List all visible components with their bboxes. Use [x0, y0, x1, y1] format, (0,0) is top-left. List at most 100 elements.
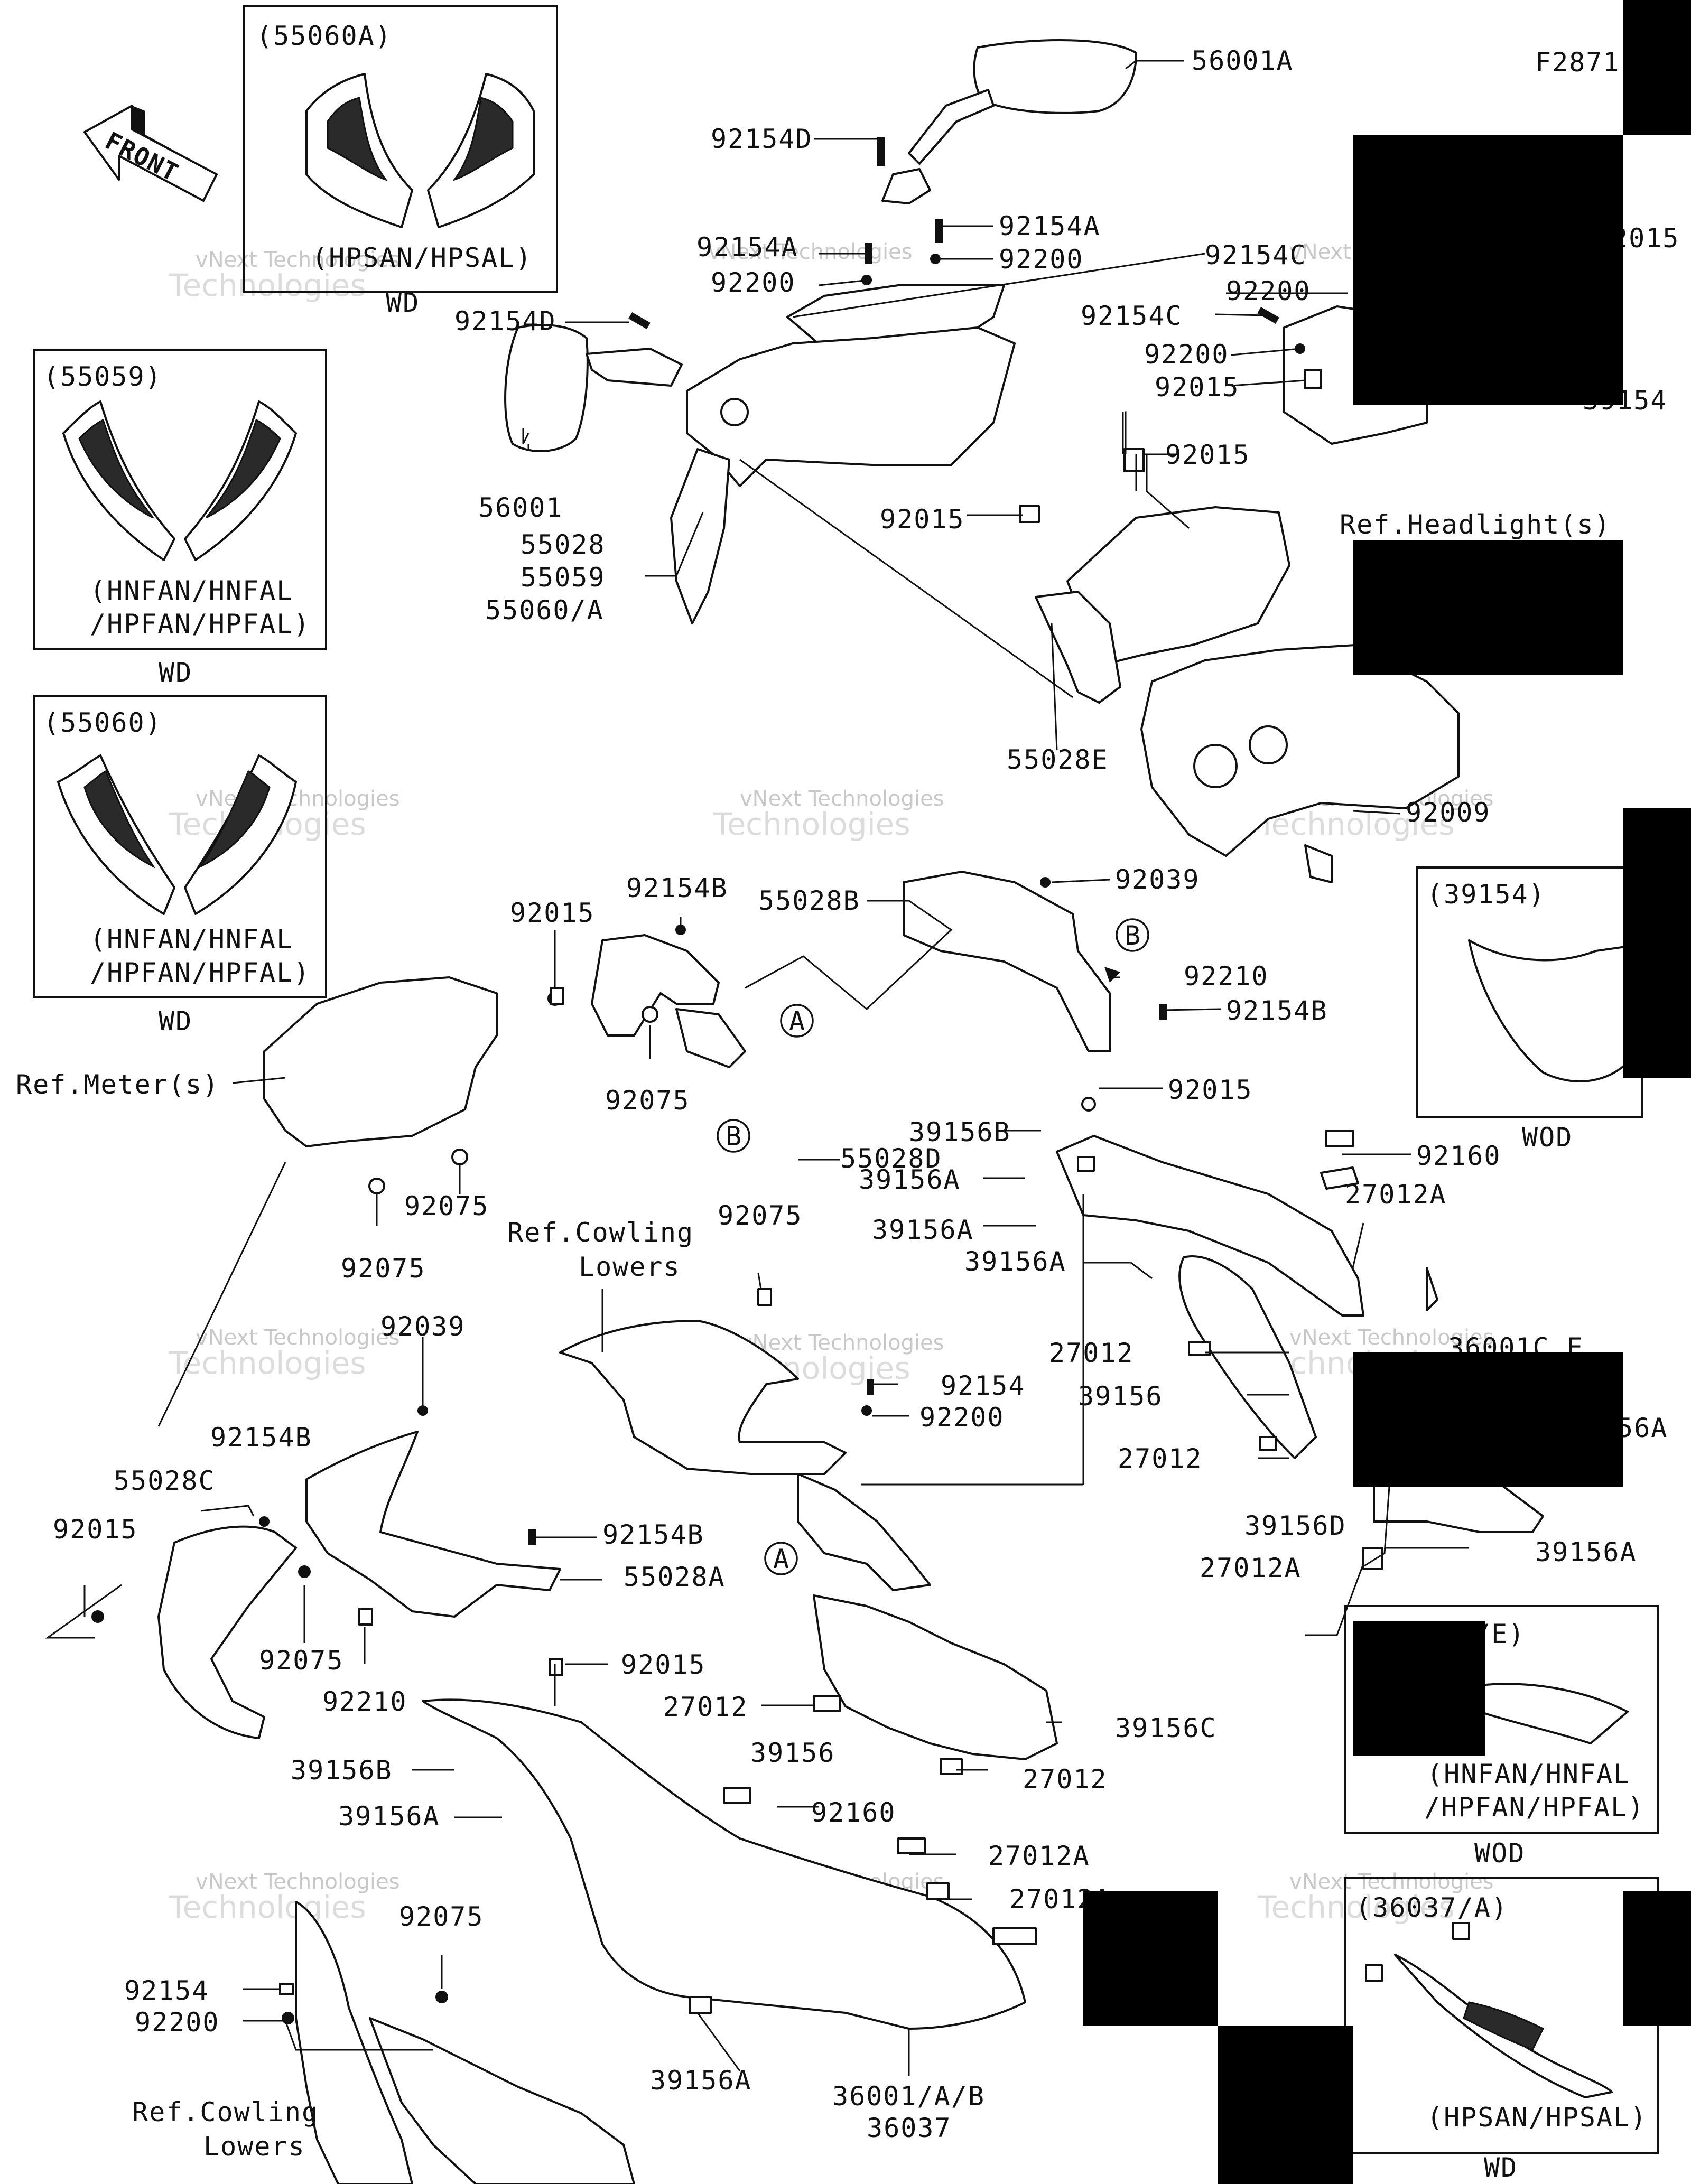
part-label: Ref.Headlight(s): [1340, 509, 1611, 540]
inset-36001CE: ( /E) (HNFAN/HNFAL /HPFAN/HPFAL) WOD: [1344, 1605, 1659, 1869]
inset-tag: WOD: [1522, 1122, 1573, 1153]
inset-tag: WD: [159, 1006, 192, 1037]
inset-model: /HPFAN/HPFAL): [90, 609, 310, 639]
part-label: 55028E: [1007, 744, 1109, 775]
middle-cowling: [559, 1320, 931, 1591]
left-cowling: [157, 1431, 561, 1739]
watermark-text: vNext Technologies: [196, 1870, 400, 1894]
lower-side-cowling: [422, 1594, 1058, 2030]
part-label: 39156D: [1244, 1510, 1346, 1541]
part-label: 92160: [1416, 1141, 1501, 1171]
part-label: 92015: [1165, 440, 1250, 470]
watermark-text: Technologies: [169, 1889, 366, 1925]
inset-code: (55060): [43, 707, 162, 738]
part-label: 92154: [124, 1975, 209, 2006]
part-label: 27012: [1118, 1443, 1203, 1474]
part-label: 39156A: [872, 1215, 974, 1245]
redaction-blocks: [1083, 0, 1691, 2184]
part-label: 92015: [53, 1514, 138, 1545]
part-label: Ref.Cowling: [507, 1217, 694, 1248]
part-label: 36037: [867, 2113, 952, 2143]
callout-b-label: B: [726, 1121, 742, 1152]
watermark-text: vNext Technologies: [1289, 1870, 1494, 1894]
inset-tag: WD: [159, 657, 192, 688]
part-label: 92210: [322, 1686, 407, 1717]
inset-model: /HPFAN/HPFAL): [1424, 1792, 1644, 1823]
inset-model: (HNFAN/HNFAL: [90, 575, 293, 606]
part-label: 92154C: [1081, 301, 1183, 331]
lower-left-cowling: [295, 1901, 635, 2184]
part-label: 27012A: [1200, 1553, 1302, 1583]
part-label: 92200: [1144, 339, 1229, 370]
watermark-text: vNext Technologies: [196, 248, 400, 272]
inset-tag: WOD: [1474, 1838, 1525, 1869]
part-label: 39156: [1078, 1381, 1163, 1412]
part-label: 39156A: [1535, 1537, 1637, 1567]
part-label: 36001/A/B: [832, 2081, 985, 2112]
part-label: 27012: [1049, 1338, 1134, 1368]
inset-code: (39154): [1427, 879, 1546, 910]
inset-tag: WD: [1484, 2152, 1518, 2183]
part-label: 55059: [521, 562, 606, 593]
watermark-text: Technologies: [169, 1345, 366, 1381]
watermark-text: Technologies: [169, 267, 366, 303]
part-label: 92154B: [210, 1422, 312, 1453]
part-label: 92075: [404, 1191, 489, 1221]
inset-55060: (55060) (HNFAN/HNFAL /HPFAN/HPFAL) WD: [33, 695, 327, 1037]
part-label: 92015: [621, 1649, 706, 1680]
part-label: 55028B: [758, 885, 860, 916]
headlight-assembly: [1035, 305, 1460, 883]
part-label: Ref.Cowling: [132, 2097, 319, 2127]
callout-a-label: A: [773, 1544, 790, 1574]
inset-model: /HPFAN/HPFAL): [90, 957, 310, 988]
part-label: 27012: [1023, 1764, 1108, 1795]
inset-tag: WD: [386, 287, 420, 318]
part-label: Lowers: [203, 2131, 305, 2162]
part-label: 39156A: [964, 1246, 1066, 1277]
part-label: 92154A: [696, 232, 798, 263]
part-label: 55028D: [840, 1143, 942, 1174]
part-label: 92039: [380, 1311, 466, 1342]
upper-assembly: [504, 39, 1137, 624]
part-label: 92154B: [602, 1519, 704, 1550]
part-label: 92200: [1226, 276, 1311, 306]
inset-model: (HNFAN/HNFAL: [90, 924, 293, 955]
watermark-text: Technologies: [1257, 1889, 1455, 1925]
front-arrow: FRONT: [83, 105, 222, 202]
inset-55059: (55059) (HNFAN/HNFAL /HPFAN/HPFAL) WD: [33, 349, 327, 688]
part-label: 92154D: [454, 306, 556, 337]
callout-a-label: A: [789, 1006, 806, 1037]
callout-b-label: B: [1125, 920, 1141, 951]
watermark-text: vNext Technologies: [1289, 1326, 1494, 1350]
fasteners: [91, 137, 1470, 2024]
callout-b: [717, 1119, 750, 1153]
meter-bracket: [263, 871, 1364, 1459]
part-label: 92015: [880, 504, 965, 535]
part-label: 92200: [711, 267, 796, 298]
inset-model: (HPSAN/HPSAL): [312, 242, 532, 273]
part-label: 39156A: [859, 1164, 961, 1195]
part-label: 39156A: [338, 1801, 440, 1832]
part-label: 92160: [811, 1797, 896, 1828]
part-label: 92009: [1406, 797, 1491, 828]
inset-code: (36037/A): [1355, 1892, 1508, 1923]
watermark-text: vNext Technologies: [708, 240, 913, 264]
inset-39154: (39154) WOD: [1416, 866, 1643, 1153]
part-label: 92075: [341, 1253, 426, 1284]
part-label: 39156A: [650, 2065, 752, 2096]
part-label: 55028A: [624, 1562, 726, 1592]
part-label: 92015: [510, 898, 595, 928]
part-label: 39156C: [1115, 1713, 1217, 1743]
callouts: A B B A: [717, 918, 1149, 1575]
part-label: 92075: [605, 1085, 690, 1116]
part-labels: 56001A 92154D 92154A 92154A 92200 92200 …: [16, 45, 1678, 2162]
part-label: 92200: [919, 1402, 1005, 1433]
part-label: Lowers: [579, 1252, 681, 1282]
inset-36037A: (36037/A) (HPSAN/HPSAL) WD: [1344, 1877, 1659, 2183]
callout-a: [780, 1004, 814, 1038]
inset-model: (HNFAN/HNFAL: [1427, 1759, 1630, 1789]
part-label: 55028C: [114, 1466, 216, 1496]
part-label: 92075: [718, 1200, 803, 1231]
part-label: 92015: [1155, 372, 1240, 403]
